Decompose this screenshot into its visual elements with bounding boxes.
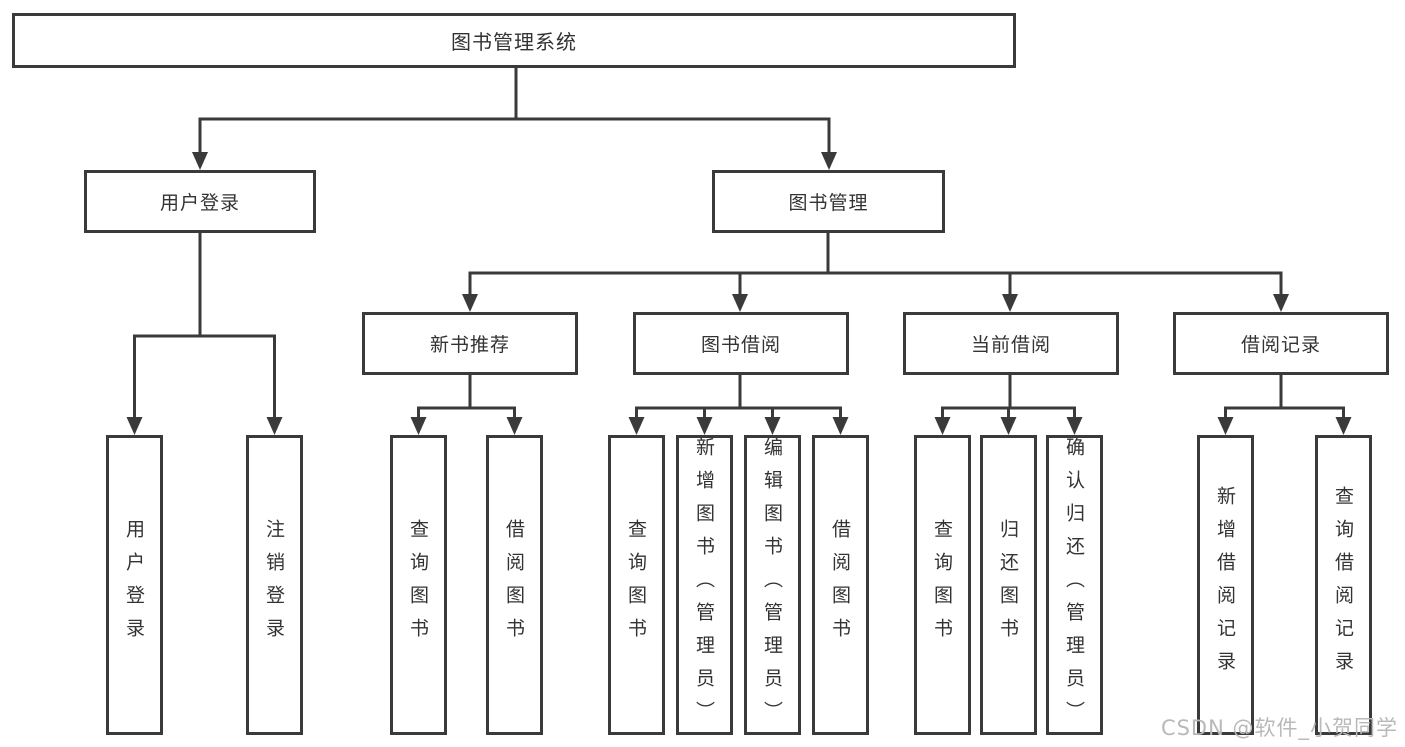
node-user-login: 用户登录 bbox=[84, 170, 316, 233]
leaf-query-borrow-record: 查询借阅记录 bbox=[1315, 435, 1372, 735]
node-borrow-records: 借阅记录 bbox=[1173, 312, 1389, 375]
leaf-newbook-borrow: 借阅图书 bbox=[486, 435, 543, 735]
leaf-edit-book-admin-label: 编辑图书（管理员） bbox=[761, 436, 783, 734]
leaf-borrow-query-label: 查询图书 bbox=[625, 519, 647, 651]
node-root-label: 图书管理系统 bbox=[451, 30, 577, 54]
leaf-return-book: 归还图书 bbox=[980, 435, 1037, 735]
leaf-user-login: 用户登录 bbox=[106, 435, 163, 735]
leaf-edit-book-admin: 编辑图书（管理员） bbox=[744, 435, 801, 735]
node-current-borrow: 当前借阅 bbox=[903, 312, 1119, 375]
leaf-confirm-return-admin: 确认归还（管理员） bbox=[1046, 435, 1103, 735]
leaf-logout: 注销登录 bbox=[246, 435, 303, 735]
leaf-borrow-query: 查询图书 bbox=[608, 435, 665, 735]
leaf-borrow-book-label: 借阅图书 bbox=[829, 519, 851, 651]
leaf-newbook-query-label: 查询图书 bbox=[407, 519, 429, 651]
connector-current-to-leaves bbox=[941, 375, 1076, 419]
connector-root-to-modules bbox=[198, 68, 831, 154]
connector-records-to-leaves bbox=[1224, 375, 1345, 419]
connector-borrow-to-leaves bbox=[635, 375, 842, 419]
node-user-login-label: 用户登录 bbox=[159, 192, 240, 214]
node-borrow-records-label: 借阅记录 bbox=[1240, 334, 1321, 356]
leaf-current-query: 查询图书 bbox=[914, 435, 971, 735]
node-new-book-recommend-label: 新书推荐 bbox=[429, 334, 510, 356]
connector-user-login-to-leaves bbox=[133, 233, 276, 419]
connector-new-book-to-leaves bbox=[417, 375, 516, 419]
leaf-return-book-label: 归还图书 bbox=[997, 519, 1019, 651]
leaf-add-book-admin: 新增图书（管理员） bbox=[676, 435, 733, 735]
leaf-logout-label: 注销登录 bbox=[263, 519, 285, 651]
node-new-book-recommend: 新书推荐 bbox=[362, 312, 578, 375]
node-book-management-label: 图书管理 bbox=[788, 192, 869, 214]
leaf-query-borrow-record-label: 查询借阅记录 bbox=[1332, 486, 1354, 684]
node-book-borrow-label: 图书借阅 bbox=[700, 334, 781, 356]
node-current-borrow-label: 当前借阅 bbox=[970, 334, 1051, 356]
connector-book-mgmt-to-submodules bbox=[468, 233, 1283, 296]
leaf-add-book-admin-label: 新增图书（管理员） bbox=[693, 436, 715, 734]
leaf-user-login-label: 用户登录 bbox=[123, 519, 145, 651]
leaf-current-query-label: 查询图书 bbox=[931, 519, 953, 651]
node-root-system: 图书管理系统 bbox=[12, 13, 1016, 68]
leaf-newbook-borrow-label: 借阅图书 bbox=[503, 519, 525, 651]
leaf-borrow-book: 借阅图书 bbox=[812, 435, 869, 735]
leaf-confirm-return-admin-label: 确认归还（管理员） bbox=[1063, 436, 1085, 734]
node-book-borrow: 图书借阅 bbox=[633, 312, 849, 375]
leaf-newbook-query: 查询图书 bbox=[390, 435, 447, 735]
watermark: CSDN @软件_小贺同学 bbox=[1160, 716, 1398, 740]
node-book-management: 图书管理 bbox=[712, 170, 945, 233]
leaf-add-borrow-record-label: 新增借阅记录 bbox=[1214, 486, 1236, 684]
leaf-add-borrow-record: 新增借阅记录 bbox=[1197, 435, 1254, 735]
